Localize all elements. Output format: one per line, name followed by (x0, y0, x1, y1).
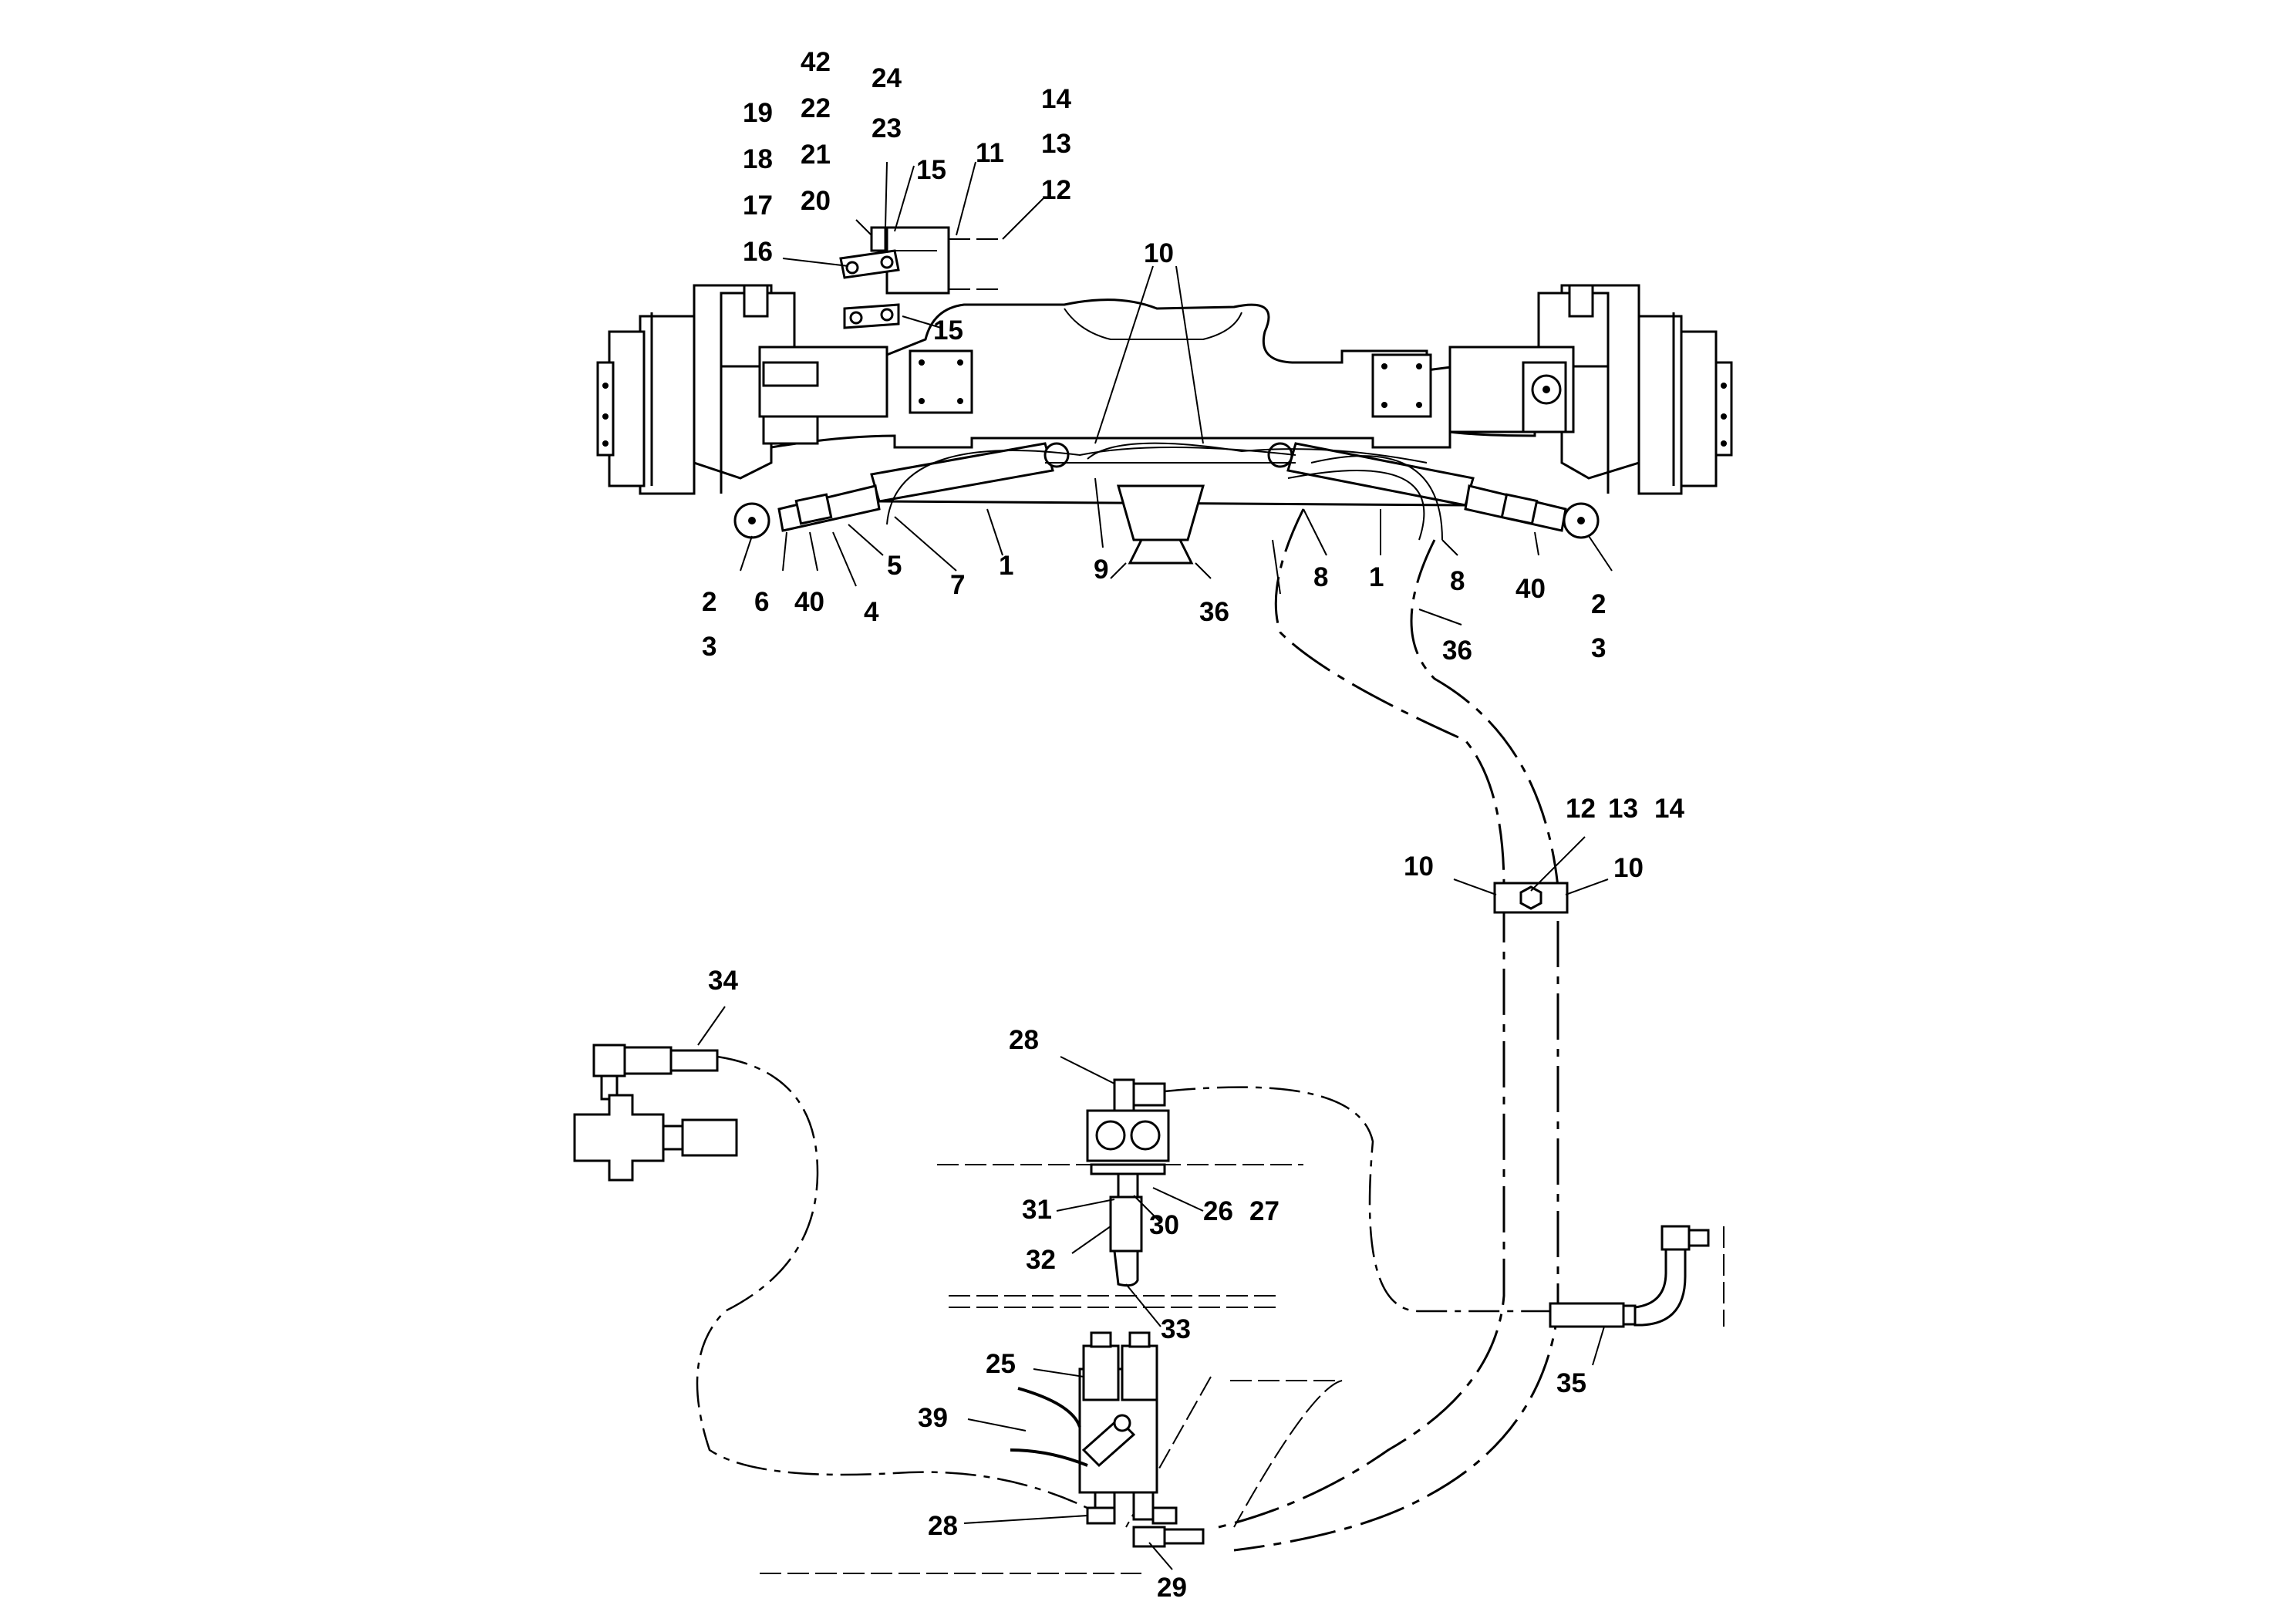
callout-2-left: 2 (702, 587, 716, 617)
callout-5: 5 (887, 551, 902, 581)
callout-33: 33 (1161, 1314, 1191, 1344)
axle-assembly (596, 284, 1733, 579)
callout-32: 32 (1026, 1245, 1056, 1275)
callout-28-lower: 28 (928, 1511, 958, 1541)
valve-block-25 (1010, 1331, 1205, 1548)
valve-34 (573, 1044, 738, 1182)
steering-cylinder-left (777, 442, 1070, 532)
valve-28-upper (1086, 1078, 1170, 1287)
callout-22: 22 (801, 93, 831, 123)
callout-8-second: 8 (1450, 566, 1465, 596)
callout-27: 27 (1249, 1196, 1279, 1226)
hose-routing (696, 508, 1725, 1574)
bracket-detail (839, 226, 1003, 329)
callout-35: 35 (1556, 1368, 1586, 1398)
callout-3-left: 3 (702, 632, 716, 662)
callout-2-right: 2 (1591, 589, 1606, 619)
callout-11: 11 (976, 138, 1004, 168)
callout-labels: 42 24 19 22 23 18 21 15 11 14 13 12 17 2… (702, 47, 1684, 1603)
callout-6: 6 (754, 587, 769, 617)
fitting-35 (1549, 1225, 1710, 1328)
callout-24: 24 (872, 63, 902, 93)
callout-17: 17 (743, 191, 773, 221)
callout-12-middle: 12 (1566, 794, 1596, 824)
callout-23: 23 (872, 113, 902, 143)
callout-16: 16 (743, 237, 773, 267)
callout-40-left: 40 (794, 587, 824, 617)
callout-28-upper: 28 (1009, 1025, 1039, 1055)
callout-36-upper: 36 (1199, 597, 1229, 627)
callout-25: 25 (986, 1349, 1016, 1379)
leader-lines (697, 161, 1613, 1570)
callout-4: 4 (864, 597, 879, 627)
callout-34: 34 (708, 966, 738, 996)
callout-9: 9 (1094, 555, 1108, 585)
callout-10-right: 10 (1613, 853, 1644, 883)
callout-29: 29 (1157, 1573, 1187, 1603)
callout-10-left: 10 (1404, 851, 1434, 882)
callout-10-top: 10 (1144, 238, 1174, 268)
callout-20: 20 (801, 186, 831, 216)
callout-14-upper: 14 (1041, 84, 1071, 114)
callout-39: 39 (918, 1403, 948, 1433)
callout-15-upper: 15 (916, 155, 946, 185)
callout-18: 18 (743, 144, 773, 174)
callout-13-upper: 13 (1041, 129, 1071, 159)
callout-3-right: 3 (1591, 633, 1606, 663)
callout-1-left: 1 (999, 551, 1013, 581)
callout-36-lower: 36 (1442, 636, 1472, 666)
callout-7: 7 (950, 570, 965, 600)
callout-14-middle: 14 (1654, 794, 1684, 824)
callout-21: 21 (801, 140, 831, 170)
callout-30: 30 (1149, 1210, 1179, 1240)
callout-13-middle: 13 (1608, 794, 1638, 824)
callout-42: 42 (801, 47, 831, 77)
callout-31: 31 (1022, 1195, 1052, 1225)
callout-15-lower: 15 (933, 315, 963, 346)
callout-26: 26 (1203, 1196, 1233, 1226)
callout-40-right: 40 (1515, 574, 1546, 604)
callout-1-right: 1 (1369, 562, 1384, 592)
callout-19: 19 (743, 98, 773, 128)
callout-8-first: 8 (1313, 562, 1328, 592)
steering-cylinder-right (1267, 442, 1567, 532)
callout-12-upper: 12 (1041, 175, 1071, 205)
